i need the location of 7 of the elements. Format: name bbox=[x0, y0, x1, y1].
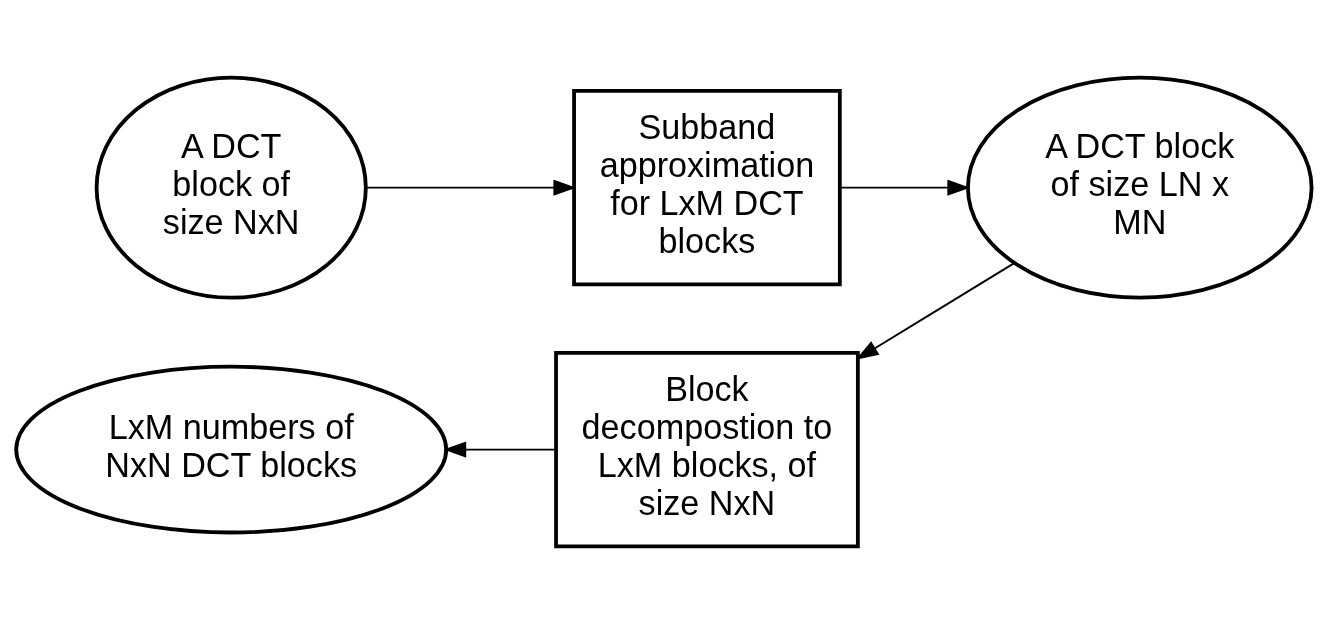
node-ellipse: A DCT block of size NxN bbox=[94, 75, 368, 300]
node-box: Block decompostion to LxM blocks, of size NxN bbox=[554, 350, 860, 548]
node-box: Subband approximation for LxM DCT blocks bbox=[572, 88, 842, 286]
arrow bbox=[838, 179, 971, 196]
node-ellipse: A DCT block of size LN x MN bbox=[966, 75, 1314, 300]
node-ellipse: LxM numbers of NxN DCT blocks bbox=[14, 364, 449, 534]
arrow bbox=[443, 441, 557, 458]
